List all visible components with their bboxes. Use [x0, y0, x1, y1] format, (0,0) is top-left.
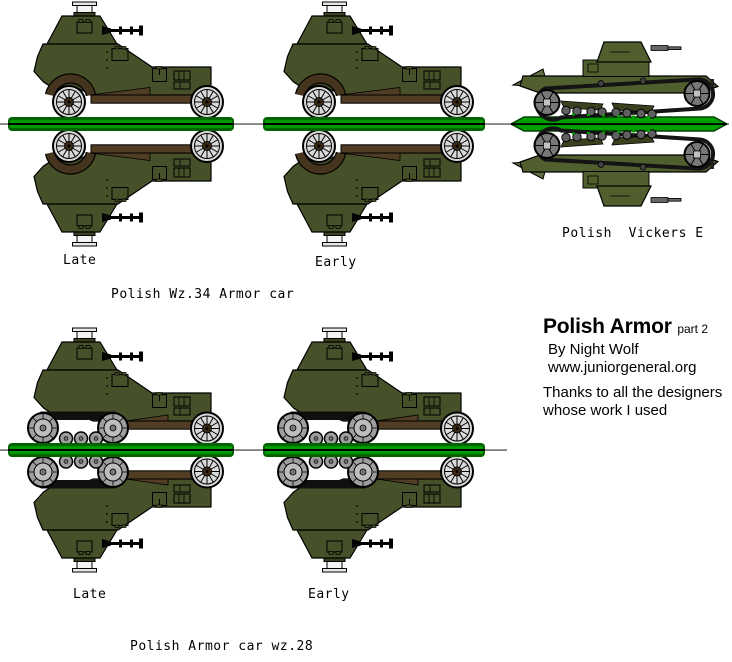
credit-line-1: Thanks to all the designers	[543, 384, 723, 401]
sheet-title-part: part 2	[677, 322, 709, 336]
fold-line-segments	[8, 123, 727, 451]
caption-wz28: Polish Armor car wz.28	[130, 639, 314, 654]
label-wz34-late: Late	[63, 253, 97, 268]
website-text: www.juniorgeneral.org	[548, 359, 697, 376]
byline: By Night Wolf	[548, 341, 639, 358]
sheet-title-text: Polish Armor	[543, 315, 672, 338]
label-wz28-late: Late	[73, 587, 107, 602]
sheet-title: Polish Armor part 2	[543, 315, 728, 341]
fold-rule-bottom	[0, 449, 507, 451]
label-wz34-early: Early	[315, 255, 357, 270]
caption-wz34: Polish Wz.34 Armor car	[111, 287, 295, 302]
credit-line-2: whose work I used	[543, 402, 668, 419]
title-block: Polish Armor part 2 By Night Wolf www.ju…	[543, 315, 728, 420]
label-wz28-early: Early	[308, 587, 350, 602]
caption-vickers: Polish Vickers E	[562, 226, 704, 241]
